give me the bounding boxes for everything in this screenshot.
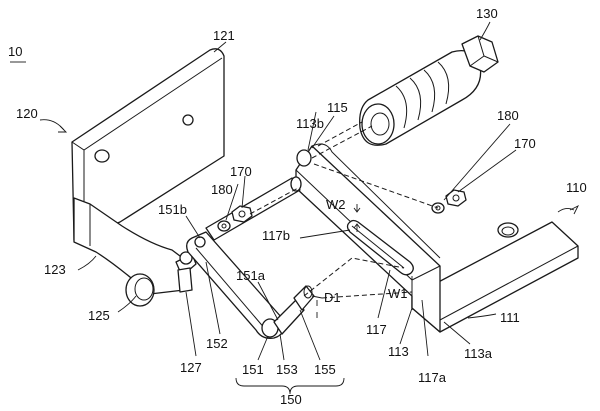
label-151b: 151b xyxy=(158,202,187,217)
nut-170-left xyxy=(231,205,253,223)
label-113b: 113b xyxy=(296,116,324,131)
fasteners xyxy=(217,189,467,232)
label-155: 155 xyxy=(314,362,336,377)
label-113: 113 xyxy=(388,344,409,359)
plate-hole-right xyxy=(182,114,194,126)
label-W1: W1 xyxy=(388,286,408,301)
knob-125 xyxy=(125,273,155,307)
label-151: 151 xyxy=(242,362,264,377)
label-123: 123 xyxy=(44,262,66,277)
label-117: 117 xyxy=(366,322,387,337)
washer-180-left xyxy=(217,220,231,232)
nut-170-right xyxy=(445,189,467,207)
pin-shaft-155 xyxy=(273,299,305,335)
label-151a: 151a xyxy=(236,268,266,283)
label-127: 127 xyxy=(180,360,202,375)
damper-130 xyxy=(359,35,499,146)
label-180-right: 180 xyxy=(497,108,519,123)
plate-121 xyxy=(71,48,225,241)
label-D1: D1 xyxy=(324,290,341,305)
label-111: 111 xyxy=(500,310,520,325)
label-170-left: 170 xyxy=(230,164,252,179)
label-150: 150 xyxy=(280,392,302,406)
label-117b: 117b xyxy=(262,228,290,243)
reference-arrows xyxy=(58,125,580,215)
damper-bore xyxy=(361,103,395,145)
bracket-120 xyxy=(71,48,225,307)
label-152: 152 xyxy=(206,336,228,351)
label-180-left: 180 xyxy=(211,182,233,197)
assembly-label: 10 xyxy=(8,44,22,59)
link-hole-151b xyxy=(194,236,206,248)
label-121: 121 xyxy=(213,28,235,43)
plate-hole-left xyxy=(94,149,110,163)
label-115: 115 xyxy=(327,100,348,115)
leader-lines xyxy=(10,21,575,395)
slot-117 xyxy=(346,219,414,276)
reference-labels: 10 121 120 130 115 113b 180 170 180 170 … xyxy=(8,6,587,407)
label-110: 110 xyxy=(566,180,587,195)
assembly-lines xyxy=(249,121,439,299)
label-153: 153 xyxy=(276,362,298,377)
label-113a: 113a xyxy=(464,346,493,361)
label-125: 125 xyxy=(88,308,110,323)
label-130: 130 xyxy=(476,6,498,21)
label-117a: 117a xyxy=(418,370,447,385)
label-120: 120 xyxy=(16,106,38,121)
pivot-hole-115 xyxy=(296,149,312,167)
label-170-right: 170 xyxy=(514,136,536,151)
label-W2: W2 xyxy=(326,197,346,212)
bracket-110 xyxy=(295,143,579,333)
